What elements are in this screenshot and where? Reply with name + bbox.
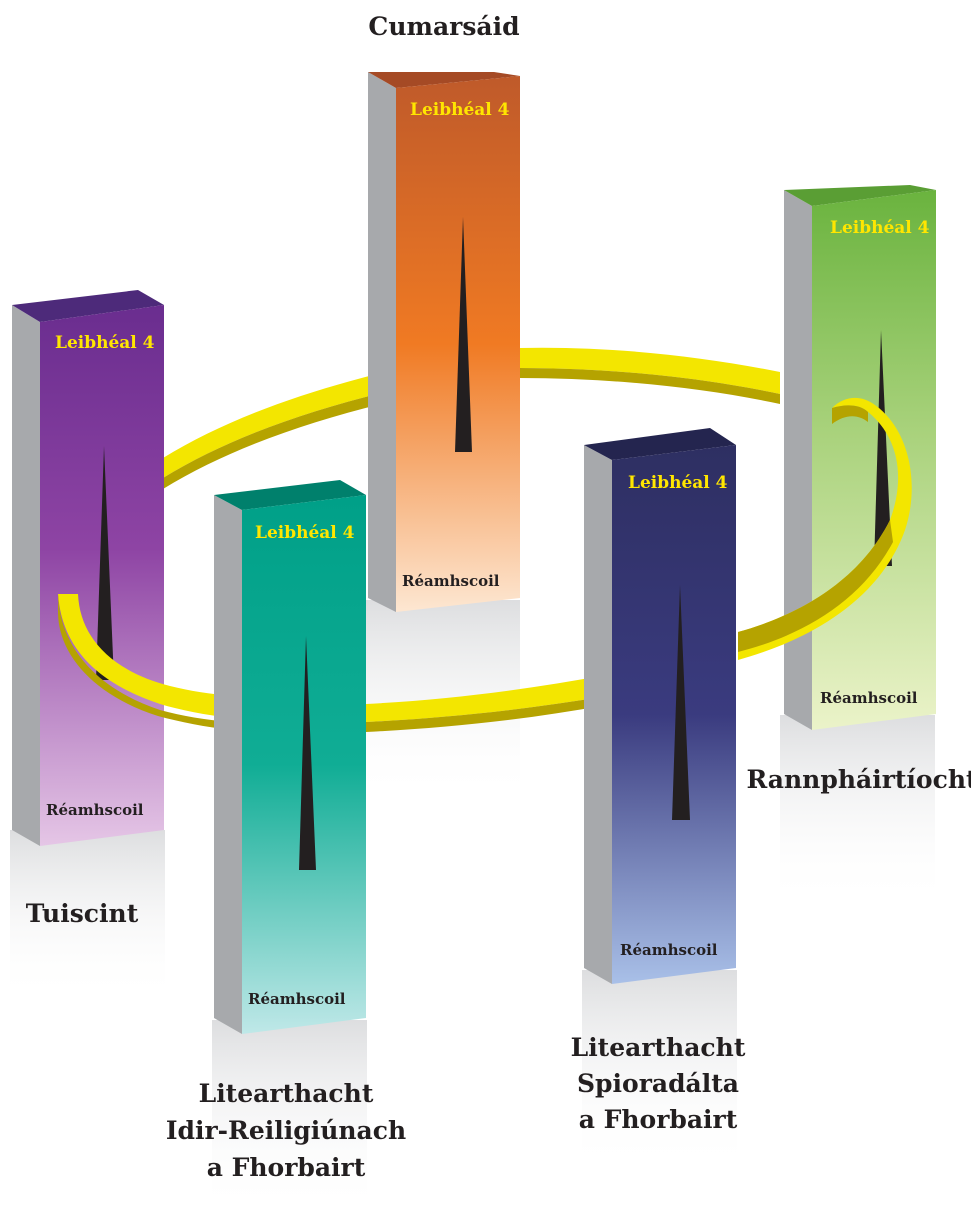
pillar-tuiscint: Leibhéal 4 Réamhscoil <box>12 290 164 846</box>
progress-spike-icon <box>455 217 472 452</box>
title-cumarsaid: Cumarsáid <box>368 12 519 41</box>
bottom-level-label: Réamhscoil <box>620 941 718 959</box>
title-spior-line-3: a Fhorbairt <box>579 1105 738 1134</box>
pillar-idir-reiligiunach: Leibhéal 4 Réamhscoil <box>214 480 366 1034</box>
top-level-label: Leibhéal 4 <box>255 523 355 543</box>
pillar-cumarsaid: Leibhéal 4 Réamhscoil <box>368 72 520 612</box>
title-spior-line-2: Spioradálta <box>577 1069 739 1098</box>
bottom-level-label: Réamhscoil <box>46 801 144 819</box>
progress-spike-icon <box>96 446 114 680</box>
top-level-label: Leibhéal 4 <box>628 473 728 493</box>
pillar-titles: Cumarsáid Rannpháirtíocht Tuiscint Litea… <box>26 12 971 1182</box>
title-idir-line-1: Litearthacht <box>199 1079 374 1108</box>
bottom-level-label: Réamhscoil <box>820 689 918 707</box>
top-level-label: Leibhéal 4 <box>830 218 930 238</box>
title-tuiscint: Tuiscint <box>26 899 139 928</box>
top-level-label: Leibhéal 4 <box>55 333 155 353</box>
top-level-label: Leibhéal 4 <box>410 100 510 120</box>
title-rannphairtiocht: Rannpháirtíocht <box>746 765 971 794</box>
progress-spike-icon <box>874 330 892 566</box>
progress-spike-icon <box>672 585 690 820</box>
ring-front-middle <box>366 675 606 732</box>
title-idir-line-3: a Fhorbairt <box>207 1153 366 1182</box>
title-spior-line-1: Litearthacht <box>571 1033 746 1062</box>
progress-spike-icon <box>299 636 316 870</box>
bottom-level-label: Réamhscoil <box>248 990 346 1008</box>
title-idir-line-2: Idir-Reiligiúnach <box>166 1116 406 1145</box>
pillar-rannphairtiocht: Leibhéal 4 Réamhscoil <box>784 185 936 730</box>
bottom-level-label: Réamhscoil <box>402 572 500 590</box>
ring-right-front <box>738 397 912 660</box>
pillar-spioradalta: Leibhéal 4 Réamhscoil <box>584 428 736 984</box>
ring-back <box>163 347 780 489</box>
